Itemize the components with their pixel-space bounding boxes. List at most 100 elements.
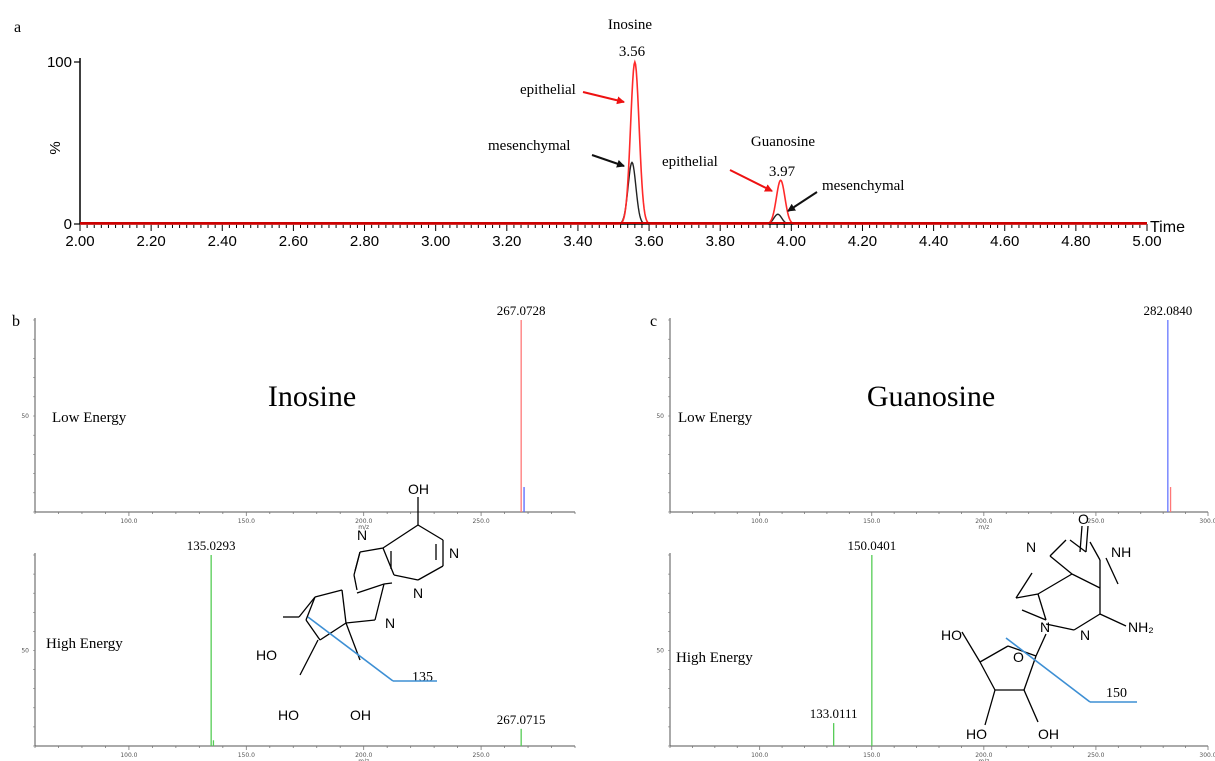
y-tick-label: 100 xyxy=(47,54,72,71)
high-energy-label-b: High Energy xyxy=(46,636,123,652)
fragment-label-c: 150 xyxy=(1106,686,1127,701)
spectrum-x-axis-title: m/z xyxy=(978,524,989,531)
panel-label-a: a xyxy=(14,19,21,36)
rt-label-inosine: 3.56 xyxy=(619,44,646,60)
spectrum-x-tick-label: 150.0 xyxy=(863,752,880,759)
x-tick-label: 2.00 xyxy=(65,233,94,250)
inosine-n-label-1: N xyxy=(385,615,395,631)
inosine-ho-label-2: HO xyxy=(278,707,299,723)
spectrum-x-tick-label: 150.0 xyxy=(238,518,255,525)
spectrum-x-tick-label: 200.0 xyxy=(975,518,992,525)
spectrum-x-tick-label: 150.0 xyxy=(863,518,880,525)
x-tick-label: 3.60 xyxy=(634,233,663,250)
inosine-ho-label: HO xyxy=(256,647,277,663)
low-energy-label-b: Low Energy xyxy=(52,410,127,426)
peak-label-inosine: Inosine xyxy=(608,17,653,33)
panel-c-guanosine-spectra: c Guanosine Low Energy High Energy 150 1… xyxy=(650,303,1215,761)
x-axis-label: Time xyxy=(1150,219,1185,236)
spectrum-x-tick-label: 200.0 xyxy=(975,752,992,759)
arrow-mesenchymal-guanosine xyxy=(787,191,818,212)
spectrum-peak-label: 267.0728 xyxy=(497,303,546,318)
spectrum-x-axis-title: m/z xyxy=(358,758,369,761)
fragment-cleavage-line-c xyxy=(1005,637,1091,703)
x-tick-label: 2.80 xyxy=(350,233,379,250)
spectrum-x-tick-label: 300.0 xyxy=(1199,752,1215,759)
spectrum-x-tick-label: 100.0 xyxy=(751,752,768,759)
x-tick-label: 3.80 xyxy=(706,233,735,250)
rt-label-guanosine: 3.97 xyxy=(769,164,796,180)
spectrum-x-tick-label: 100.0 xyxy=(120,752,137,759)
spectrum-y-tick-label: 50 xyxy=(21,413,29,420)
guanosine-nh2-label: NH₂ xyxy=(1128,619,1154,635)
inosine-oh-label-2: OH xyxy=(350,707,371,723)
spectrum-x-tick-label: 200.0 xyxy=(355,518,372,525)
label-mesenchymal-guanosine: mesenchymal xyxy=(822,178,904,194)
high-energy-label-c: High Energy xyxy=(676,650,753,666)
fragment-label-b: 135 xyxy=(412,670,433,685)
spectrum-x-axis-title: m/z xyxy=(358,524,369,531)
label-epithelial-guanosine: epithelial xyxy=(662,154,718,170)
panel-a-chromatogram: a % Time 2.00 2.20 2.40 2.60 2.80 3.00 3.20 3.4… xyxy=(14,17,1185,250)
series-mesenchymal xyxy=(80,161,1147,225)
fragment-cleavage-line-b xyxy=(307,616,394,682)
spectrum-c-low-energy: 100.0 150.0 200.0 250.0 300.0 50 m/z 282.0840 xyxy=(656,303,1215,531)
compound-title-guanosine: Guanosine xyxy=(867,380,995,413)
x-tick-label: 4.80 xyxy=(1061,233,1090,250)
series-epithelial xyxy=(80,59,1147,225)
x-tick-label: 2.60 xyxy=(279,233,308,250)
guanosine-n-label-1: N xyxy=(1026,539,1036,555)
guanosine-oh-label: OH xyxy=(1038,726,1059,742)
y-tick-label: 0 xyxy=(64,216,72,233)
x-tick-label: 3.00 xyxy=(421,233,450,250)
spectrum-x-tick-label: 300.0 xyxy=(1199,518,1215,525)
chromatogram-axes: 2.00 2.20 2.40 2.60 2.80 3.00 3.20 3.40 3.60 3.80… xyxy=(47,54,1162,250)
panel-label-c: c xyxy=(650,313,657,330)
guanosine-ho-label: HO xyxy=(941,627,962,643)
label-epithelial-inosine: epithelial xyxy=(520,82,576,98)
chromatogram-annotations: Inosine 3.56 epithelial mesenchymal Guan… xyxy=(488,17,904,212)
x-tick-label: 5.00 xyxy=(1132,233,1161,250)
peak-label-guanosine: Guanosine xyxy=(751,134,815,150)
panel-b-inosine-spectra: b Inosine Low Energy High Energy 135 100… xyxy=(12,303,576,761)
spectrum-y-tick-label: 50 xyxy=(656,413,664,420)
inosine-n-label-2: N xyxy=(413,585,423,601)
x-tick-label: 4.00 xyxy=(777,233,806,250)
spectrum-x-tick-label: 200.0 xyxy=(355,752,372,759)
arrow-mesenchymal-inosine xyxy=(591,154,625,168)
spectrum-x-tick-label: 250.0 xyxy=(1087,752,1104,759)
guanosine-n-label-3: N xyxy=(1040,619,1050,635)
guanosine-ho-label-2: HO xyxy=(966,726,987,742)
guanosine-o-label: O xyxy=(1078,511,1089,527)
label-mesenchymal-inosine: mesenchymal xyxy=(488,138,570,154)
spectrum-b-high-energy: 100.0150.0200.0250.050m/z135.0293267.071… xyxy=(21,538,576,761)
spectrum-x-tick-label: 100.0 xyxy=(751,518,768,525)
inosine-oh-label: OH xyxy=(408,481,429,497)
guanosine-nh-label: NH xyxy=(1111,544,1131,560)
spectrum-x-axis-title: m/z xyxy=(978,758,989,761)
x-tick-label: 2.20 xyxy=(137,233,166,250)
x-tick-label: 4.60 xyxy=(990,233,1019,250)
spectrum-peak-label: 133.0111 xyxy=(810,706,858,721)
spectrum-c-high-energy: 100.0 150.0 200.0 250.0 300.0 50 m/z 133.0111 15… xyxy=(656,538,1215,761)
spectrum-peak-label: 282.0840 xyxy=(1143,303,1192,318)
guanosine-o-ring-label: O xyxy=(1013,649,1024,665)
compound-title-inosine: Inosine xyxy=(268,380,356,413)
inosine-n-label-3: N xyxy=(357,527,367,543)
x-tick-label: 3.20 xyxy=(492,233,521,250)
guanosine-structure xyxy=(961,525,1127,726)
x-tick-label: 4.20 xyxy=(848,233,877,250)
spectrum-y-tick-label: 50 xyxy=(656,648,664,655)
low-energy-label-c: Low Energy xyxy=(678,410,753,426)
spectrum-x-tick-label: 250.0 xyxy=(472,518,489,525)
x-tick-label: 2.40 xyxy=(208,233,237,250)
spectrum-peak-label: 135.0293 xyxy=(187,538,236,553)
spectrum-x-tick-label: 250.0 xyxy=(1087,518,1104,525)
chromatogram-traces xyxy=(80,59,1147,225)
spectrum-peak-label: 267.0715 xyxy=(497,712,546,727)
arrow-epithelial-guanosine xyxy=(729,169,773,192)
y-axis-label: % xyxy=(47,141,64,154)
x-tick-label: 3.40 xyxy=(563,233,592,250)
spectrum-y-tick-label: 50 xyxy=(21,648,29,655)
x-tick-label: 4.40 xyxy=(919,233,948,250)
